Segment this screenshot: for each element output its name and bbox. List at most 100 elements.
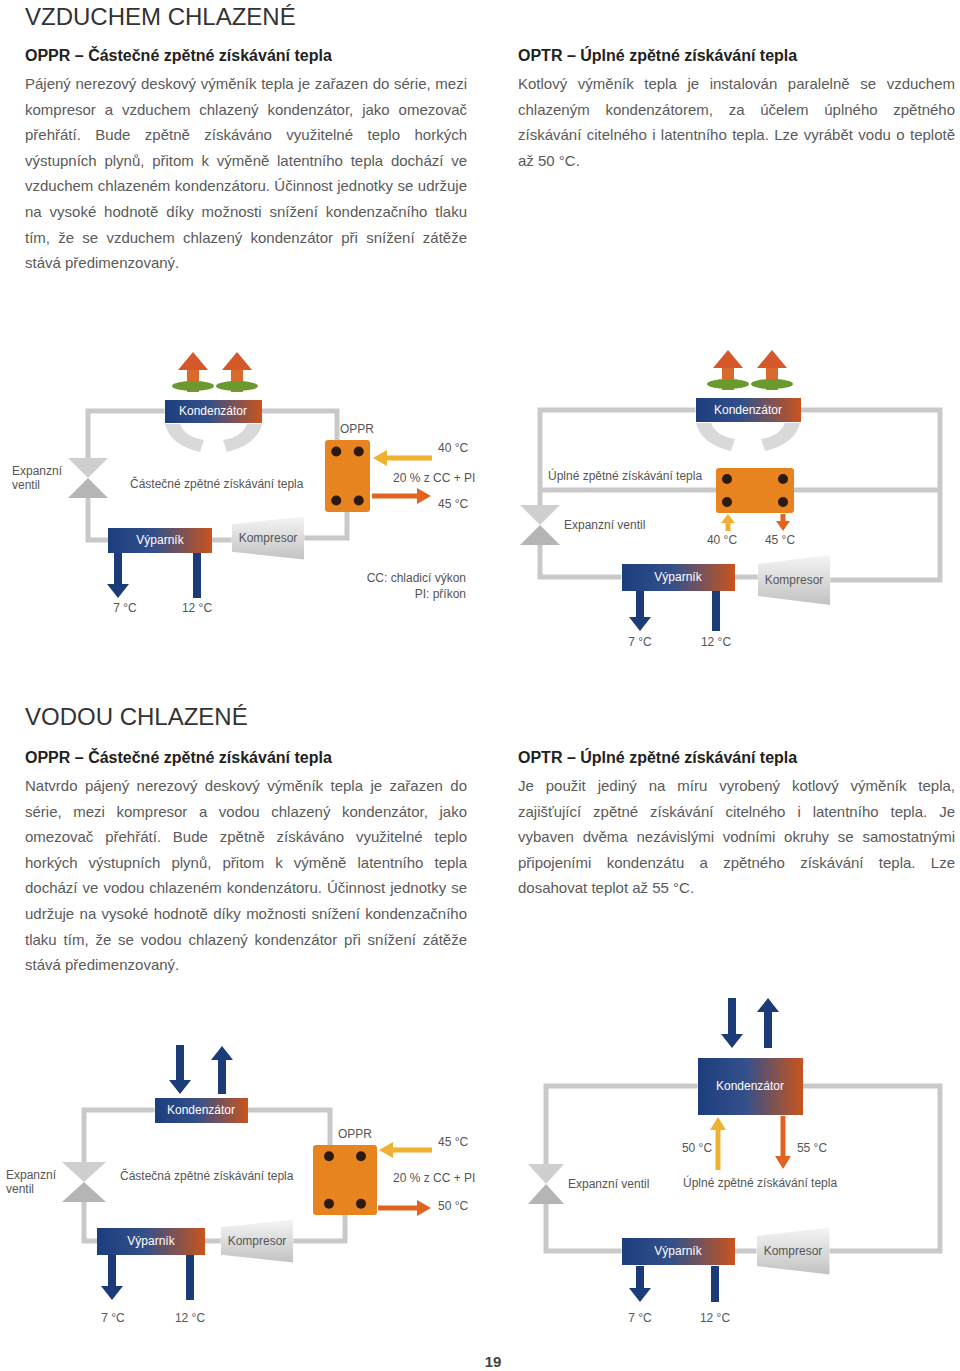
arrow-head <box>211 1046 233 1060</box>
diagram-label: Úplné zpětné získávání tepla <box>683 1176 837 1190</box>
component-name: Výparník <box>136 533 183 547</box>
fan <box>707 379 749 389</box>
arrow-head <box>629 617 651 631</box>
compressor: Kompresor <box>232 517 305 560</box>
water-in <box>386 456 432 461</box>
component-name: Kondenzátor <box>716 1079 784 1093</box>
section-heading: VODOU CHLAZENÉ <box>25 703 248 731</box>
refrigerant-line <box>546 1086 698 1164</box>
water-in <box>392 1148 432 1153</box>
arrow-head <box>776 521 790 531</box>
water-out <box>781 1116 786 1157</box>
valve-half <box>68 458 108 478</box>
fan <box>216 381 258 391</box>
chilled-out <box>114 553 122 585</box>
diagram-label: 12 °C <box>701 635 731 649</box>
subheading: OPTR – Úplné zpětné získávání tepla <box>518 47 797 65</box>
refrigerant-line <box>88 498 108 540</box>
chilled-in <box>193 553 201 598</box>
valve-half <box>520 505 560 525</box>
valve-half <box>528 1184 564 1204</box>
body-text: Natvrdo pájený nerezový deskový výměník … <box>25 773 467 978</box>
diagram-label: 12 °C <box>175 1311 205 1325</box>
diagram-label: 12 °C <box>700 1311 730 1325</box>
refrigerant-line <box>212 538 232 543</box>
component-name: Kondenzátor <box>179 404 247 418</box>
refrigerant-line <box>84 1110 155 1162</box>
cooling-water <box>218 1059 226 1094</box>
arrow-head <box>721 1034 743 1048</box>
component-box: Kondenzátor <box>696 398 801 422</box>
component-name: Kondenzátor <box>714 403 782 417</box>
component-name: Kompresor <box>764 1244 823 1258</box>
plate-exchanger: OPPR <box>325 440 370 512</box>
refrigerant-line <box>735 575 758 580</box>
refrigerant-line <box>88 411 165 458</box>
port <box>722 474 732 484</box>
arrow-head <box>169 1080 191 1094</box>
expansion-valve: Expanzní ventil <box>528 1164 564 1204</box>
arrow-head <box>101 1286 123 1300</box>
refrigerant-line <box>803 1086 941 1251</box>
valve-symbol <box>528 1164 564 1204</box>
refrigerant-line <box>262 411 338 440</box>
refrigerant-line <box>540 545 622 577</box>
plate-ports <box>325 440 370 512</box>
body-text: Kotlový výměník tepla je instalován para… <box>518 71 955 173</box>
arrow-head <box>757 998 779 1012</box>
heat-exchanger <box>716 468 794 513</box>
valve-half <box>528 1164 564 1184</box>
refrigerant-line <box>735 1249 757 1254</box>
diagram-label: 50 °C <box>438 1199 468 1213</box>
port <box>324 1199 334 1209</box>
component-box: Výparník <box>108 528 212 553</box>
water-out <box>781 514 786 522</box>
refrigerant-line <box>205 1239 221 1244</box>
component-name: Kondenzátor <box>167 1103 235 1117</box>
component-label: Expanzní ventil <box>568 1177 649 1191</box>
fan-wing <box>761 423 800 451</box>
air-arrow-head <box>713 350 743 368</box>
refrigerant-line <box>293 1215 345 1241</box>
component-box: Kondenzátor <box>165 400 262 423</box>
water-in <box>716 1129 721 1170</box>
plate-ports <box>313 1145 377 1215</box>
diagram-label: PI: příkon <box>415 587 466 601</box>
diagram-label: 55 °C <box>797 1141 827 1155</box>
port <box>356 1151 366 1161</box>
diagram-label: 40 °C <box>707 533 737 547</box>
component-box: Kondenzátor <box>155 1098 248 1123</box>
arrow-head <box>775 1156 791 1169</box>
diagram-label: 20 % z CC + PI <box>393 1171 475 1185</box>
chilled-out <box>636 591 644 618</box>
port <box>353 495 363 505</box>
component-box: Výparník <box>97 1228 205 1255</box>
component-name: Kompresor <box>765 573 824 587</box>
fan-wing <box>165 424 204 452</box>
cooling-water <box>176 1045 184 1081</box>
water-out <box>372 494 418 499</box>
port <box>331 495 341 505</box>
component-label: OPPR <box>338 1127 372 1141</box>
water-in <box>726 522 731 531</box>
chilled-in <box>186 1255 194 1300</box>
diagram-label: 45 °C <box>438 1135 468 1149</box>
component-name: Výparník <box>654 1244 701 1258</box>
component-label: Expanzní ventil <box>564 518 645 532</box>
fan-wing <box>696 423 735 451</box>
compressor: Kompresor <box>758 555 831 605</box>
subheading: OPPR – Částečné zpětné získávání tepla <box>25 749 332 767</box>
port <box>356 1199 366 1209</box>
expansion-valve: Expanzní ventil <box>68 458 108 498</box>
chilled-in <box>711 1266 719 1302</box>
chilled-in <box>712 591 720 631</box>
component-name: Výparník <box>127 1234 174 1248</box>
body-text: Je použit jediný na míru vyrobený kotlov… <box>518 773 955 901</box>
diagram-label: 7 °C <box>628 1311 651 1325</box>
diagram-label: CC: chladicí výkon <box>367 571 466 585</box>
pipe <box>794 488 940 493</box>
component-box: Výparník <box>622 564 735 591</box>
diagram-label: 40 °C <box>438 441 468 455</box>
chilled-out <box>636 1266 644 1289</box>
refrigerant-line <box>248 1110 331 1145</box>
